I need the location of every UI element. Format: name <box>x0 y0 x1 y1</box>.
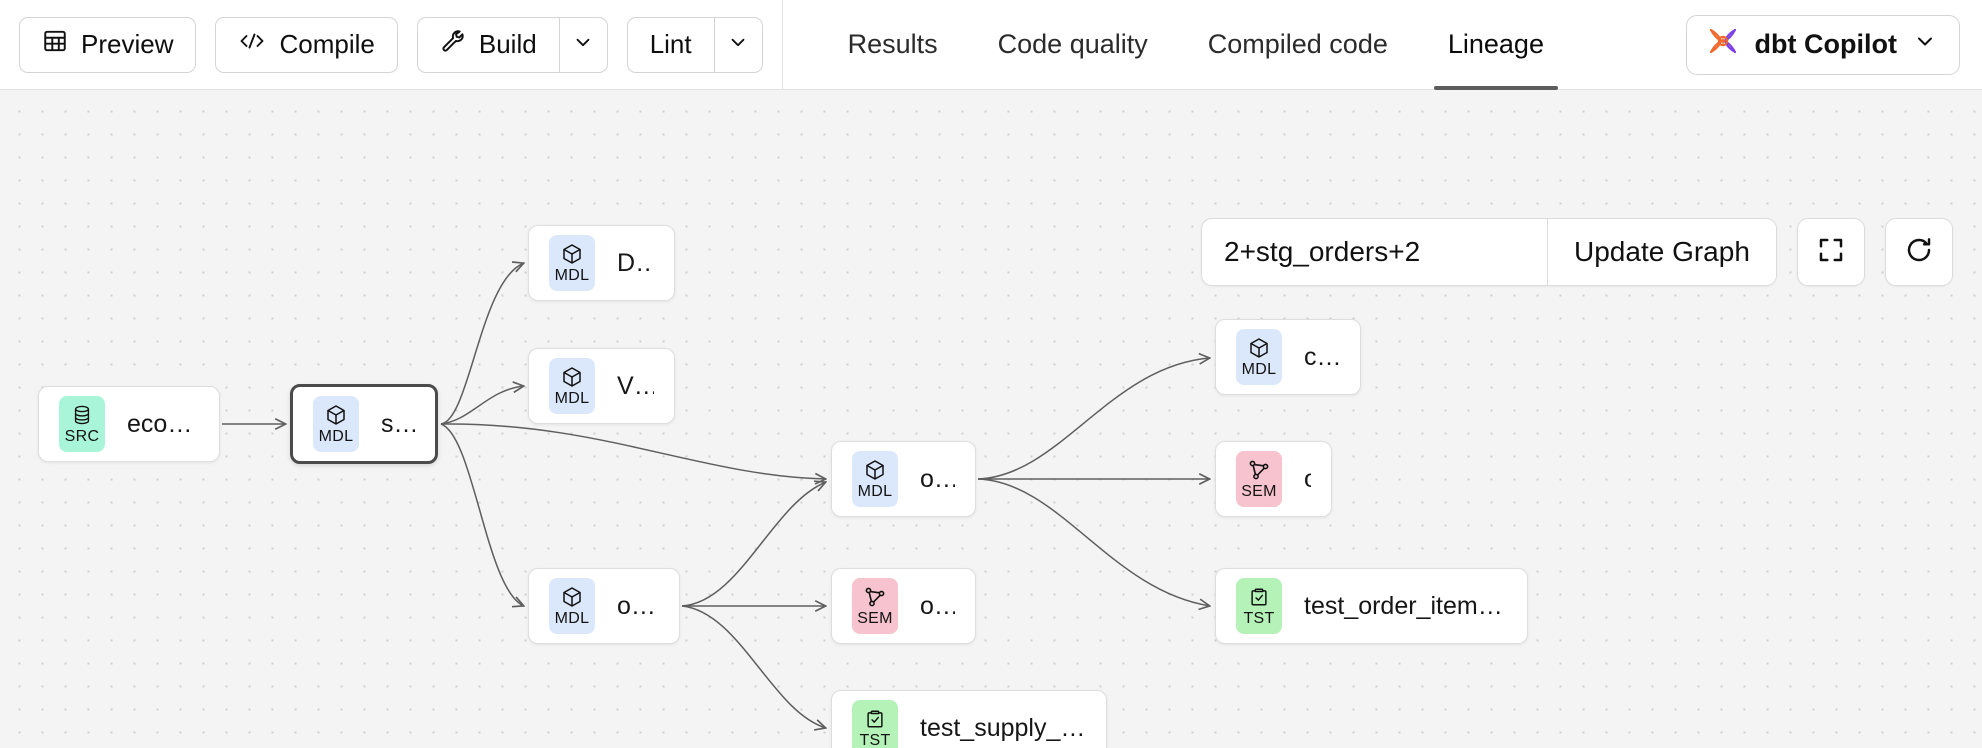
semantic-graph-icon <box>863 585 887 609</box>
tab-results[interactable]: Results <box>818 0 968 90</box>
compile-button[interactable]: Compile <box>215 16 398 73</box>
lint-button[interactable]: Lint <box>628 18 714 72</box>
compile-label: Compile <box>279 29 375 59</box>
preview-button[interactable]: Preview <box>19 16 197 73</box>
node-label: order_item <box>920 591 955 620</box>
top-toolbar: Preview Compile Build <box>0 0 1982 90</box>
table-icon <box>42 28 68 61</box>
lineage-node-customers[interactable]: MDL customers <box>1215 319 1361 395</box>
lineage-node-orders_sem[interactable]: SEM orders <box>1215 441 1332 517</box>
node-label: test_order_items_compute_to_bools_c… <box>1304 591 1507 620</box>
tab-code-quality[interactable]: Code quality <box>968 0 1178 90</box>
node-kind-badge-mdl: MDL <box>549 578 595 634</box>
fullscreen-button[interactable] <box>1796 218 1865 286</box>
cube-icon <box>863 458 887 482</box>
node-kind-label: MDL <box>857 482 893 500</box>
node-selector-input[interactable] <box>1202 219 1547 285</box>
node-kind-badge-mdl: MDL <box>852 451 898 507</box>
lineage-node-stg_orders[interactable]: MDL stg_orders <box>290 384 438 464</box>
node-kind-badge-src: SRC <box>59 396 105 452</box>
node-kind-label: MDL <box>554 609 590 627</box>
code-brackets-icon <box>238 28 266 61</box>
dbt-copilot-icon <box>1707 26 1739 63</box>
lint-label: Lint <box>649 29 692 59</box>
node-kind-badge-tst: TST <box>1236 578 1282 634</box>
node-kind-label: MDL <box>554 389 590 407</box>
graph-controls: Update Graph <box>1201 218 1953 286</box>
dbt-copilot-button[interactable]: dbt Copilot <box>1685 14 1960 75</box>
dbt-copilot-label: dbt Copilot <box>1754 29 1897 59</box>
build-split-button: Build <box>416 16 608 73</box>
semantic-graph-icon <box>1247 458 1271 482</box>
clipboard-check-icon <box>1248 585 1270 609</box>
toolbar-divider <box>781 0 783 90</box>
preview-label: Preview <box>81 29 174 59</box>
clipboard-check-icon <box>864 707 886 731</box>
copilot-container: dbt Copilot <box>1685 14 1960 75</box>
tab-bar: Results Code quality Compiled code Linea… <box>783 0 1574 90</box>
cube-icon <box>560 365 584 389</box>
lint-split-button: Lint <box>626 16 763 73</box>
lint-dropdown-toggle[interactable] <box>713 17 762 72</box>
lineage-node-order_item_sem[interactable]: SEM order_item <box>831 568 976 644</box>
lineage-node-orders_mdl[interactable]: MDL orders <box>831 441 976 517</box>
update-graph-label: Update Graph <box>1574 236 1750 267</box>
node-label: orders <box>1304 465 1311 494</box>
cube-icon <box>560 585 584 609</box>
tab-lineage-label: Lineage <box>1447 29 1544 59</box>
cube-icon <box>324 403 348 427</box>
build-label: Build <box>478 29 537 59</box>
lineage-node-demo[interactable]: MDL Demo <box>528 225 675 301</box>
tab-compiled-code-label: Compiled code <box>1207 29 1388 59</box>
refresh-button[interactable] <box>1884 218 1953 286</box>
lineage-node-test_supply[interactable]: TST test_supply_costs_sum_correctly <box>831 690 1107 748</box>
wrench-icon <box>440 28 466 61</box>
node-selector-group: Update Graph <box>1201 218 1777 286</box>
node-label: Demo <box>617 248 654 277</box>
lineage-node-order_items[interactable]: MDL order_items <box>528 568 680 644</box>
node-kind-badge-tst: TST <box>852 700 898 748</box>
lineage-node-ve_demo[interactable]: MDL VE_Demo <box>528 348 675 424</box>
node-kind-label: SEM <box>1241 482 1277 500</box>
node-kind-badge-mdl: MDL <box>1236 329 1282 385</box>
tab-lineage[interactable]: Lineage <box>1418 0 1574 90</box>
node-label: order_items <box>617 591 659 620</box>
node-kind-label: TST <box>859 731 891 748</box>
node-kind-label: MDL <box>1241 360 1277 378</box>
node-label: test_supply_costs_sum_correctly <box>920 713 1086 742</box>
cube-icon <box>560 242 584 266</box>
fullscreen-icon <box>1816 235 1846 270</box>
node-kind-badge-mdl: MDL <box>549 235 595 291</box>
toolbar-actions: Preview Compile Build <box>0 0 763 89</box>
node-kind-label: MDL <box>318 427 354 445</box>
node-kind-label: TST <box>1243 609 1275 627</box>
node-kind-badge-sem: SEM <box>1236 451 1282 507</box>
node-kind-label: MDL <box>554 266 590 284</box>
tab-results-label: Results <box>847 29 938 59</box>
node-kind-label: SRC <box>64 427 100 445</box>
cube-icon <box>1247 336 1271 360</box>
refresh-icon <box>1904 235 1934 270</box>
node-label: orders <box>920 464 955 493</box>
node-label: customers <box>1304 342 1340 371</box>
tab-code-quality-label: Code quality <box>997 29 1148 59</box>
chevron-down-icon <box>1913 29 1937 60</box>
node-label: stg_orders <box>381 409 415 438</box>
update-graph-button[interactable]: Update Graph <box>1547 219 1776 285</box>
build-button[interactable]: Build <box>418 18 559 72</box>
lineage-node-test_order_items[interactable]: TST test_order_items_compute_to_bools_c… <box>1215 568 1528 644</box>
node-label: VE_Demo <box>617 371 654 400</box>
node-kind-label: SEM <box>857 609 893 627</box>
database-icon <box>71 403 93 427</box>
chevron-down-icon <box>727 31 749 58</box>
tab-compiled-code[interactable]: Compiled code <box>1178 0 1418 90</box>
lineage-node-ecom_raw_orders[interactable]: SRC ecom.raw_orders <box>38 386 220 462</box>
chevron-down-icon <box>572 31 594 58</box>
node-kind-badge-sem: SEM <box>852 578 898 634</box>
node-label: ecom.raw_orders <box>127 409 199 438</box>
node-kind-badge-mdl: MDL <box>313 396 359 452</box>
build-dropdown-toggle[interactable] <box>558 17 607 72</box>
node-kind-badge-mdl: MDL <box>549 358 595 414</box>
